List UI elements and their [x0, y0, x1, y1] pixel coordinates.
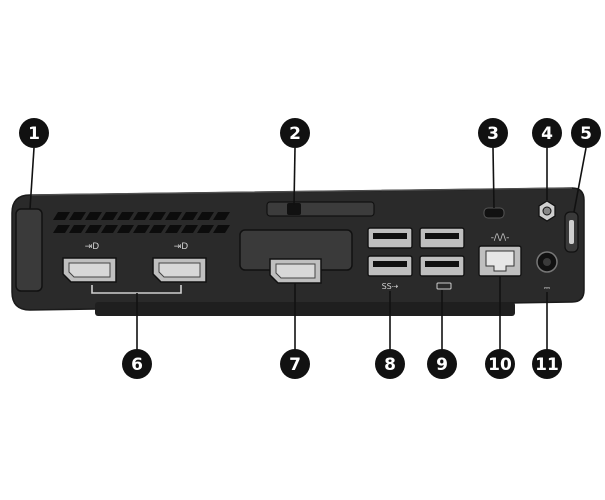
callout-circle [532, 118, 562, 148]
callout-3: 3 [478, 118, 508, 148]
callout-number: 6 [131, 355, 143, 375]
callout-circle [280, 118, 310, 148]
usb-superspeed-symbol: SS⇢ [382, 282, 399, 291]
callout-number: 10 [488, 355, 512, 375]
displayport-left-symbol: ⇥D [85, 242, 100, 252]
network-symbol: -/\/\- [491, 233, 510, 243]
callout-number: 1 [28, 124, 40, 144]
callout-9: 9 [427, 349, 457, 379]
security-cable-slot [483, 207, 505, 219]
security-slot-latch [266, 201, 375, 217]
optional-port-panel [239, 229, 353, 284]
power-connector: ⎓ [536, 251, 558, 292]
callout-circle [427, 349, 457, 379]
callout-5: 5 [571, 118, 601, 148]
displayport-right-symbol: ⇥D [174, 242, 189, 252]
callout-circle [485, 349, 515, 379]
callout-2: 2 [280, 118, 310, 148]
usb-port-top-right [419, 227, 465, 249]
callout-4: 4 [532, 118, 562, 148]
callout-circle [478, 118, 508, 148]
usb-port-group-left: SS⇢ [367, 227, 413, 291]
usb-port-group-right [419, 227, 465, 290]
power-cord-cover [15, 208, 43, 292]
callout-number: 3 [487, 124, 499, 144]
vent-grille [53, 212, 230, 233]
usb-port-top-left [367, 227, 413, 249]
displayport-right: ⇥D [152, 242, 207, 283]
chassis-foot-strip [95, 302, 515, 316]
callout-number: 8 [384, 355, 396, 375]
usb-symbol [436, 282, 452, 290]
chassis-top-edge [29, 187, 573, 196]
callout-circle [375, 349, 405, 379]
antenna-connector [538, 200, 556, 222]
callout-markers: 1 2 3 4 5 6 7 8 9 10 11 [19, 118, 601, 379]
callout-number: 5 [580, 124, 592, 144]
leader-lines [29, 147, 587, 350]
callout-number: 2 [289, 124, 301, 144]
rj45-network-jack: -/\/\- [478, 233, 522, 277]
callout-8: 8 [375, 349, 405, 379]
callout-10: 10 [485, 349, 515, 379]
callout-number: 11 [535, 355, 559, 375]
callout-6: 6 [122, 349, 152, 379]
padlock-loop [564, 211, 579, 253]
usb-port-bottom-right [419, 255, 465, 277]
callout-circle [280, 349, 310, 379]
power-symbol: ⎓ [544, 283, 551, 292]
callout-circle [19, 118, 49, 148]
callout-number: 9 [436, 355, 448, 375]
callout-circle [571, 118, 601, 148]
usb-port-bottom-left [367, 255, 413, 277]
callout-7: 7 [280, 349, 310, 379]
callout-1: 1 [19, 118, 49, 148]
callout-circle [122, 349, 152, 379]
callout-11: 11 [532, 349, 562, 379]
callout-number: 7 [289, 355, 301, 375]
callout-number: 4 [541, 124, 553, 144]
displayport-left: ⇥D [62, 242, 117, 283]
callout-circle [532, 349, 562, 379]
